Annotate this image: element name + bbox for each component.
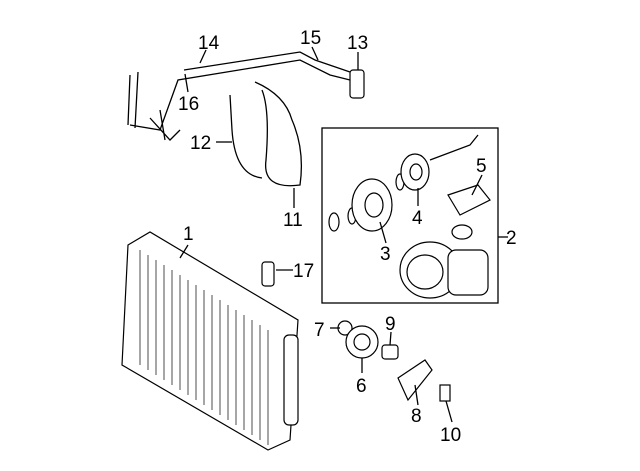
callout-11: 11 (283, 210, 303, 231)
callout-10: 10 (440, 425, 461, 446)
refrigerant-lines (127, 51, 351, 141)
callout-17: 17 (293, 261, 314, 282)
callout-14: 14 (198, 33, 220, 54)
callout-8: 8 (411, 406, 422, 427)
condenser (121, 231, 299, 451)
hose-12 (229, 94, 263, 179)
callout-15: 15 (300, 28, 321, 49)
compressor-parts (328, 134, 491, 299)
callout-1: 1 (183, 224, 194, 245)
lower-parts (337, 320, 451, 402)
callout-9: 9 (385, 314, 396, 335)
callout-4: 4 (412, 208, 423, 229)
callout-5: 5 (476, 156, 487, 177)
callout-12: 12 (190, 133, 211, 154)
callout-13: 13 (347, 33, 368, 54)
hose-11 (254, 81, 302, 187)
callout-7: 7 (314, 320, 325, 341)
callout-2: 2 (506, 228, 517, 249)
callout-3: 3 (380, 244, 391, 265)
callout-16: 16 (178, 94, 199, 115)
leader-lines (179, 46, 508, 423)
callout-6: 6 (356, 376, 367, 397)
compressor-assembly-box (321, 127, 499, 304)
pressure-switch (261, 261, 275, 287)
muffler (349, 69, 365, 99)
